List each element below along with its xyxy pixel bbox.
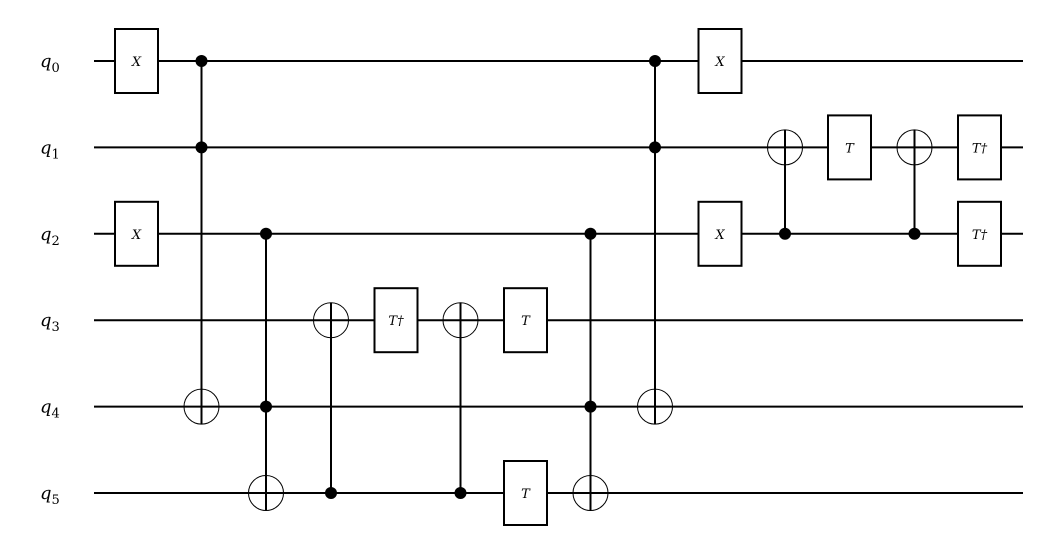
- control-dot: [779, 227, 791, 240]
- qubit-label-5: q5: [40, 483, 60, 508]
- gate-label: T†: [388, 314, 404, 329]
- qubit-label-index: 3: [52, 320, 60, 335]
- gate-label: T: [521, 487, 531, 502]
- control-dot: [649, 141, 661, 154]
- toffoli-op-3: [248, 227, 284, 511]
- control-dot: [195, 141, 208, 154]
- gate-label: X: [714, 55, 725, 70]
- qubit-label-index: 5: [52, 493, 60, 508]
- gate-box: [503, 460, 548, 526]
- gate-box: [503, 287, 548, 354]
- gate-op-5: T†: [373, 287, 419, 354]
- control-dot: [260, 400, 272, 413]
- gate-box: [114, 200, 159, 267]
- qubit-label-index: 4: [52, 407, 60, 422]
- gate-op-7: T: [503, 287, 548, 354]
- qubit-label-letter: q: [40, 224, 52, 245]
- cnot-op-13: [767, 129, 803, 240]
- control-dot: [908, 227, 921, 240]
- toffoli-op-2: [183, 55, 220, 425]
- cnot-op-4: [313, 302, 349, 499]
- qubit-label-3: q3: [40, 310, 60, 335]
- control-dot: [649, 55, 661, 67]
- circuit-operations: X X T† T T X X T T† T†: [114, 28, 1002, 526]
- gate-op-16: T†: [957, 114, 1002, 181]
- gate-label: X: [131, 55, 142, 70]
- gate-label: T: [845, 141, 855, 156]
- cnot-op-15: [896, 129, 933, 240]
- cnot-op-6: [442, 302, 479, 499]
- qubit-label-index: 2: [52, 234, 60, 249]
- gate-box: [827, 114, 872, 181]
- qubit-label-0: q0: [40, 51, 60, 76]
- toffoli-op-10: [637, 55, 673, 425]
- gate-op-11: X: [697, 28, 743, 94]
- gate-label: T†: [972, 141, 988, 156]
- qubit-label-index: 1: [52, 147, 60, 162]
- gate-op-8: T: [503, 460, 548, 526]
- gate-op-14: T: [827, 114, 872, 181]
- gate-box: [373, 287, 419, 354]
- qubit-label-letter: q: [40, 51, 52, 72]
- qubit-label-letter: q: [40, 483, 52, 504]
- qubit-label-2: q2: [40, 224, 60, 249]
- gate-op-17: T†: [957, 200, 1002, 267]
- qubit-label-index: 0: [52, 61, 60, 76]
- gate-label: T: [521, 314, 531, 329]
- qubit-label-1: q1: [40, 137, 60, 162]
- qubit-label-letter: q: [40, 310, 52, 331]
- control-dot: [195, 55, 208, 67]
- control-dot: [454, 487, 467, 499]
- gate-label: X: [131, 228, 142, 243]
- gate-label: T†: [972, 228, 988, 243]
- control-dot: [325, 487, 337, 499]
- gate-label: X: [714, 228, 725, 243]
- control-dot: [584, 227, 597, 240]
- toffoli-op-9: [572, 227, 609, 511]
- qubit-label-4: q4: [40, 397, 60, 422]
- control-dot: [584, 400, 597, 413]
- gate-box: [957, 114, 1002, 181]
- control-dot: [260, 227, 272, 240]
- qubit-label-letter: q: [40, 137, 52, 158]
- gate-op-12: X: [697, 200, 743, 267]
- gate-box: [957, 200, 1002, 267]
- gate-box: [114, 28, 159, 94]
- qubit-wires: [94, 60, 1023, 494]
- gate-box: [697, 28, 743, 94]
- gate-op-0: X: [114, 28, 159, 94]
- gate-box: [697, 200, 743, 267]
- gate-op-1: X: [114, 200, 159, 267]
- qubit-label-letter: q: [40, 397, 52, 418]
